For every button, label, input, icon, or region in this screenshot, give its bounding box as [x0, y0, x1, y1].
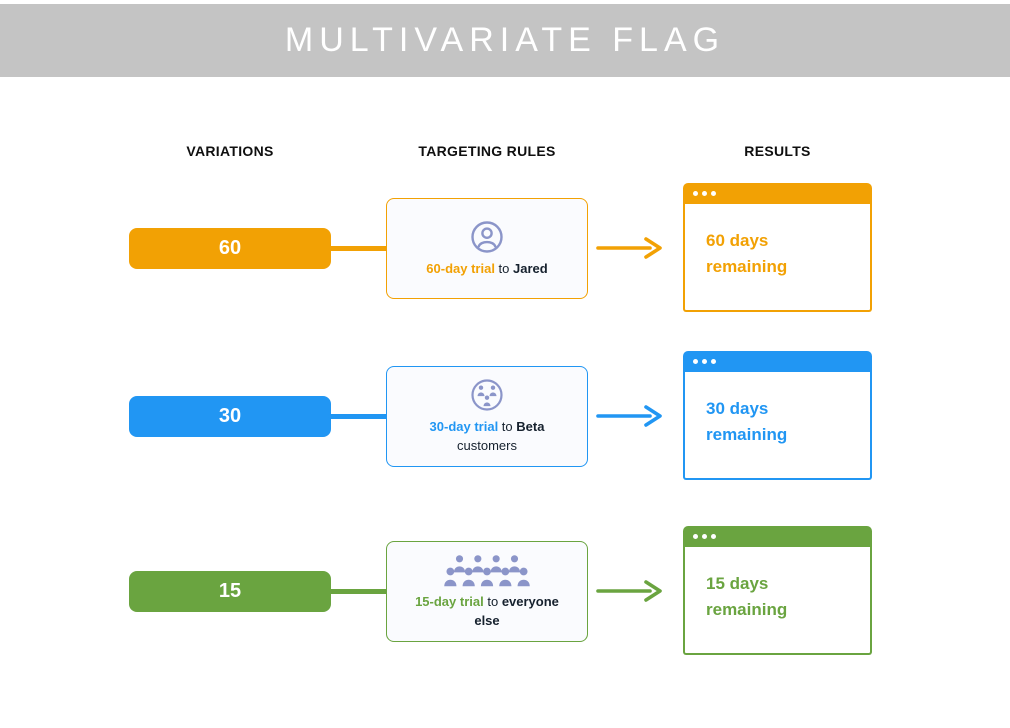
window-titlebar	[683, 526, 872, 547]
targeting-rule-card: 15-day trial to everyone else	[386, 541, 588, 642]
result-window: 30 days remaining	[683, 351, 872, 480]
rule-connector: to	[498, 419, 517, 435]
header-bar: MULTIVARIATE FLAG	[0, 4, 1010, 77]
connector-line	[328, 589, 390, 594]
arrow-right-icon	[596, 405, 662, 427]
window-body: 60 days remaining	[683, 204, 872, 312]
crowd-icon	[431, 552, 543, 588]
column-header-variations: VARIATIONS	[186, 143, 274, 159]
rule-text: 15-day trial to everyone else	[403, 593, 571, 631]
window-dot-icon	[693, 191, 698, 196]
window-body: 15 days remaining	[683, 547, 872, 655]
rule-text: 30-day trial to Beta customers	[403, 418, 571, 456]
connector-line	[328, 246, 390, 251]
result-text: 30 days remaining	[706, 399, 788, 444]
connector-line	[328, 414, 390, 419]
window-dot-icon	[702, 191, 707, 196]
result-window: 60 days remaining	[683, 183, 872, 312]
variation-label: 15	[218, 580, 242, 602]
page-title: MULTIVARIATE FLAG	[284, 21, 726, 59]
user-circle-icon	[469, 219, 505, 255]
rule-audience: everyone else	[474, 594, 559, 628]
column-header-targeting-rules: TARGETING RULES	[418, 143, 556, 159]
window-dot-icon	[702, 534, 707, 539]
globe-users-icon	[469, 377, 505, 413]
window-titlebar	[683, 183, 872, 204]
window-dot-icon	[702, 359, 707, 364]
targeting-rule-card: 30-day trial to Beta customers	[386, 366, 588, 467]
window-dot-icon	[693, 534, 698, 539]
window-titlebar	[683, 351, 872, 372]
variation-box: 15	[129, 571, 331, 612]
rule-connector: to	[494, 260, 514, 276]
window-dot-icon	[711, 534, 716, 539]
rule-audience: Beta	[516, 419, 545, 435]
window-body: 30 days remaining	[683, 372, 872, 480]
flag-row-60: 60 60-day trial to Jared 60 days remaini…	[0, 183, 1010, 313]
targeting-rule-card: 60-day trial to Jared	[386, 198, 588, 299]
rule-highlight: 15-day trial	[415, 594, 484, 610]
result-window: 15 days remaining	[683, 526, 872, 655]
arrow-right-icon	[596, 580, 662, 602]
window-dot-icon	[711, 191, 716, 196]
window-dot-icon	[711, 359, 716, 364]
rule-audience: Jared	[513, 260, 548, 276]
rule-highlight: 30-day trial	[429, 419, 499, 435]
variation-box: 60	[129, 228, 331, 269]
window-dot-icon	[693, 359, 698, 364]
result-text: 15 days remaining	[706, 574, 788, 619]
flag-row-30: 30 30-day trial to Beta customers 30 day…	[0, 351, 1010, 481]
variation-box: 30	[129, 396, 331, 437]
column-header-results: RESULTS	[744, 143, 811, 159]
rule-audience-extra: customers	[457, 438, 517, 453]
rule-highlight: 60-day trial	[426, 260, 495, 276]
arrow-right-icon	[596, 237, 662, 259]
variation-label: 60	[218, 237, 242, 259]
rule-connector: to	[483, 594, 502, 610]
rule-text: 60-day trial to Jared	[426, 260, 547, 279]
variation-label: 30	[218, 405, 242, 427]
flag-row-15: 15 15-day trial to everyone else 15 days…	[0, 526, 1010, 656]
result-text: 60 days remaining	[706, 231, 788, 276]
